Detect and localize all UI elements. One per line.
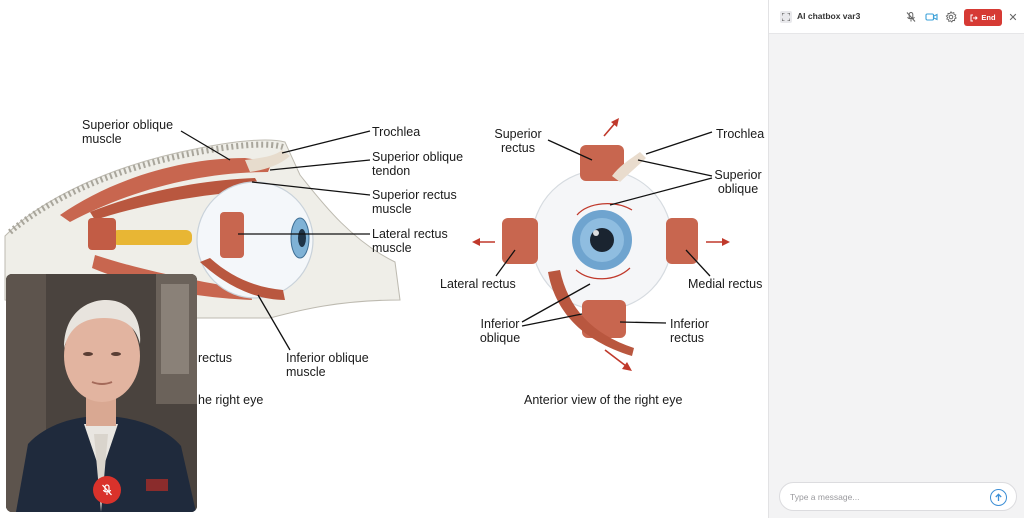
exit-icon (970, 14, 979, 21)
gear-icon[interactable] (944, 10, 958, 24)
label-superior-oblique-tendon: Superior oblique tendon (372, 150, 464, 178)
label-superior-oblique: Superior oblique (714, 168, 762, 196)
lateral-view-illustration (4, 130, 401, 351)
caption-anterior-view: Anterior view of the right eye (524, 393, 683, 407)
presenter-video-tile[interactable] (6, 274, 197, 512)
label-superior-rectus: Superior rectus (494, 127, 542, 155)
label-inferior-oblique: Inferior oblique (479, 317, 521, 345)
slide-area: Superior oblique muscle Trochlea Superio… (4, 118, 765, 512)
message-input[interactable] (790, 489, 980, 505)
mic-off-icon (102, 484, 112, 496)
label-inferior-rectus-partial: rectus (198, 351, 233, 365)
mic-off-icon[interactable] (904, 10, 918, 24)
send-button[interactable] (990, 489, 1007, 506)
label-lateral-rectus: Lateral rectus (440, 277, 516, 291)
label-inferior-oblique-muscle: Inferior oblique muscle (286, 351, 369, 379)
chat-header: AI chatbox var3 (769, 0, 1024, 34)
label-inferior-rectus: Inferior rectus (670, 317, 709, 345)
eye-muscles-diagram (4, 118, 730, 371)
mic-off-button[interactable] (93, 476, 121, 504)
label-trochlea-lateral: Trochlea (372, 125, 421, 139)
label-medial-rectus: Medial rectus (688, 277, 763, 291)
arrow-up-icon (995, 493, 1002, 501)
end-call-button[interactable]: End (964, 9, 1002, 26)
label-trochlea-anterior: Trochlea (716, 127, 765, 141)
caption-lateral-view: he right eye (198, 393, 264, 407)
video-camera-icon[interactable] (924, 10, 938, 24)
message-composer (779, 482, 1017, 511)
end-call-label: End (981, 13, 996, 22)
chat-title: AI chatbox var3 (797, 11, 861, 21)
presenter-avatar (6, 274, 197, 512)
close-icon[interactable]: ✕ (1008, 11, 1018, 24)
chat-panel: AI chatbox var3 (768, 0, 1024, 518)
label-superior-rectus-muscle: Superior rectus muscle (372, 188, 457, 216)
label-superior-oblique-muscle: Superior oblique muscle (82, 118, 174, 146)
expand-icon[interactable] (780, 11, 792, 23)
label-lateral-rectus-muscle: Lateral rectus muscle (372, 227, 448, 255)
anterior-view-illustration (472, 118, 730, 371)
